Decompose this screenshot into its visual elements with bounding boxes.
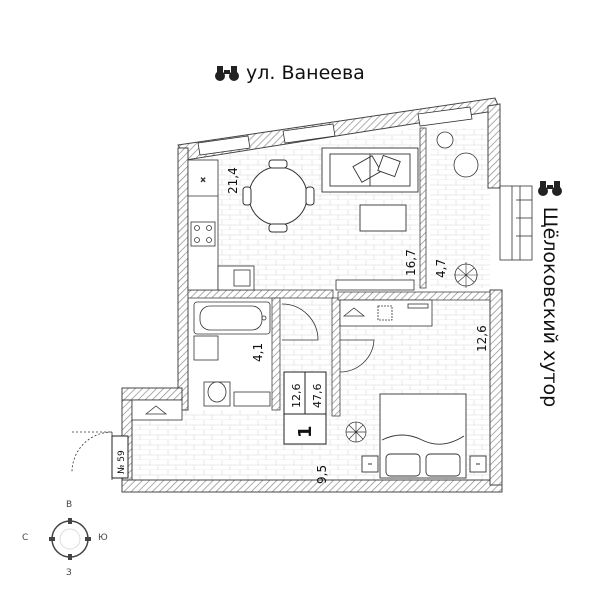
apartment-number-box: № 59 <box>111 435 129 479</box>
area-balcony: 4,7 <box>434 259 448 278</box>
plant <box>345 421 367 443</box>
area-living: 16,7 <box>404 249 418 276</box>
coffee-table <box>359 204 407 232</box>
area-hall: 9,5 <box>315 465 329 484</box>
compass-south: З <box>66 568 72 578</box>
compass-west: С <box>22 533 29 543</box>
sofa <box>321 147 419 193</box>
compass-east: Ю <box>98 533 108 543</box>
area-living-total: 12,6 <box>290 384 303 409</box>
svg-text:×: × <box>200 176 206 184</box>
dining-table <box>242 159 315 233</box>
tv-cabinet <box>335 279 415 291</box>
binoculars-icon <box>538 180 562 196</box>
right-window <box>499 185 533 261</box>
hall-wardrobe <box>131 399 183 421</box>
compass-rose-icon <box>49 518 91 560</box>
wardrobe <box>339 299 433 327</box>
area-bedroom: 12,6 <box>475 325 489 352</box>
area-bathroom: 4,1 <box>251 343 265 362</box>
binoculars-icon <box>215 66 239 81</box>
balcony-furniture <box>436 131 479 288</box>
bed <box>361 393 487 479</box>
compass-north: В <box>66 500 73 510</box>
interior-walls <box>187 127 491 417</box>
top-windows <box>197 106 473 156</box>
apartment-number: № 59 <box>117 450 127 474</box>
compass: В С Ю З <box>22 496 118 582</box>
street-label-right: Щёлоковский хутор <box>538 171 562 411</box>
bathroom-fixtures <box>193 301 271 407</box>
area-total: 47,6 <box>311 384 324 409</box>
street-name-right: Щёлоковский хутор <box>539 206 561 408</box>
street-name-top: ул. Ванеева <box>246 62 365 84</box>
kitchen-counter: × <box>187 159 255 291</box>
area-kitchen: 21,4 <box>226 167 240 194</box>
summary-box: 12,6 47,6 1 <box>283 371 327 445</box>
room-count: 1 <box>295 425 316 438</box>
street-label-top: ул. Ванеева <box>214 62 365 84</box>
